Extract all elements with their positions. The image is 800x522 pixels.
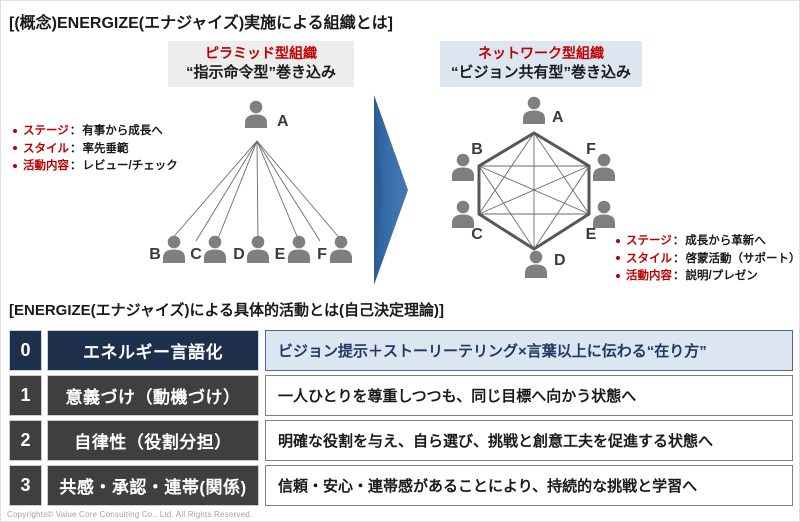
table-row: 2 自律性（役割分担） 明確な役割を与え、自ら選び、挑戦と創意工夫を促進する状態… bbox=[9, 420, 793, 461]
pyramid-header-box: ピラミッド型組織 “指示命令型”巻き込み bbox=[168, 41, 354, 87]
concept-title: [(概念)ENERGIZE(エナジャイズ)実施による組織とは] bbox=[9, 15, 393, 32]
bullet-item: ステージ ： 有事から成長へ bbox=[11, 123, 178, 141]
bullet-value: レビュー/チェック bbox=[82, 160, 178, 172]
pyramid-member-label: B bbox=[149, 246, 161, 263]
bullet-separator: ： bbox=[70, 160, 82, 172]
pyramid-leader-label: A bbox=[277, 113, 289, 130]
network-subheading: “ビジョン共有型”巻き込み bbox=[450, 64, 631, 81]
person-icon bbox=[593, 153, 615, 181]
network-node-label: F bbox=[586, 141, 596, 158]
bullet-separator: ： bbox=[70, 142, 82, 155]
pyramid-links bbox=[169, 140, 343, 242]
bullet-item: スタイル ： 啓蒙活動（サポート） bbox=[614, 251, 800, 269]
bullet-value: 成長から革新へ bbox=[685, 235, 766, 247]
activity-table: 0 エネルギー言語化 ビジョン提示＋ストーリーテリング×言葉以上に伝わる“在り方… bbox=[9, 330, 793, 506]
row-name: エネルギー言語化 bbox=[47, 330, 259, 371]
bullet-separator: ： bbox=[673, 270, 685, 282]
network-inner-links bbox=[478, 132, 590, 250]
hexagon-outline bbox=[477, 131, 591, 251]
row-name: 意義づけ（動機づけ） bbox=[47, 375, 259, 416]
person-icon bbox=[525, 250, 547, 278]
row-name: 自律性（役割分担） bbox=[47, 420, 259, 461]
network-header-box: ネットワーク型組織 “ビジョン共有型”巻き込み bbox=[440, 41, 642, 87]
bullet-dot-icon bbox=[13, 163, 17, 168]
bullet-label: ステージ bbox=[626, 235, 672, 247]
row-description: 明確な役割を与え、自ら選び、挑戦と創意工夫を促進する状態へ bbox=[265, 420, 793, 461]
bullet-label: ステージ bbox=[23, 125, 69, 137]
person-icon bbox=[204, 235, 226, 263]
network-node-label: C bbox=[471, 226, 483, 243]
pyramid-heading: ピラミッド型組織 bbox=[205, 45, 317, 61]
bullet-label: 活動内容 bbox=[23, 160, 69, 172]
pyramid-member-label: D bbox=[233, 246, 245, 263]
table-row: 3 共感・承認・連帯(関係) 信頼・安心・連帯感があることにより、持続的な挑戦と… bbox=[9, 465, 793, 506]
network-node-label: E bbox=[586, 226, 597, 243]
bullet-label: スタイル bbox=[23, 142, 69, 155]
bullet-label: スタイル bbox=[626, 252, 672, 265]
activity-title: [ENERGIZE(エナジャイズ)による具体的活動とは(自己決定理論)] bbox=[9, 302, 445, 319]
bullet-separator: ： bbox=[672, 235, 685, 247]
person-icon bbox=[330, 235, 352, 263]
network-node-label: D bbox=[554, 252, 566, 269]
network-node-label: B bbox=[471, 141, 483, 158]
bullet-separator: ： bbox=[673, 252, 685, 265]
person-icon bbox=[245, 100, 267, 128]
row-name: 共感・承認・連帯(関係) bbox=[47, 465, 259, 506]
row-description: 一人ひとりを尊重しつつも、同じ目標へ向かう状態へ bbox=[265, 375, 793, 416]
row-number: 1 bbox=[9, 375, 42, 416]
pyramid-member-label: C bbox=[190, 246, 202, 263]
pyramid-subheading: “指示命令型”巻き込み bbox=[185, 64, 336, 81]
pyramid-member-label: F bbox=[317, 246, 327, 263]
pyramid-member-label: E bbox=[275, 246, 286, 263]
bullet-value: 率先垂範 bbox=[82, 142, 129, 155]
bullet-value: 説明/プレゼン bbox=[685, 270, 758, 282]
bullet-separator: ： bbox=[69, 125, 82, 137]
network-node-label: A bbox=[552, 109, 564, 126]
row-description: ビジョン提示＋ストーリーテリング×言葉以上に伝わる“在り方” bbox=[265, 330, 793, 371]
person-icon bbox=[593, 200, 615, 228]
bullet-item: ステージ ： 成長から革新へ bbox=[614, 233, 799, 251]
network-heading: ネットワーク型組織 bbox=[478, 45, 604, 61]
person-icon bbox=[163, 235, 185, 263]
row-number: 2 bbox=[9, 420, 42, 461]
bullet-item: スタイル ： 率先垂範 bbox=[11, 141, 178, 159]
row-number: 0 bbox=[9, 330, 42, 371]
person-icon bbox=[288, 235, 310, 263]
bullet-dot-icon bbox=[13, 128, 17, 133]
table-row: 0 エネルギー言語化 ビジョン提示＋ストーリーテリング×言葉以上に伝わる“在り方… bbox=[9, 330, 793, 371]
right-arrow-icon bbox=[374, 95, 408, 285]
bullet-dot-icon bbox=[616, 273, 620, 278]
pyramid-diagram: A B C D E F bbox=[149, 100, 352, 263]
bullet-dot-icon bbox=[616, 238, 620, 243]
copyright-text: Copyrights© Value Core Consulting Co., L… bbox=[7, 510, 253, 519]
person-icon bbox=[452, 200, 474, 228]
bullet-dot-icon bbox=[13, 146, 17, 151]
person-icon bbox=[523, 96, 545, 124]
pyramid-bullet-list: ステージ ： 有事から成長へ スタイル ： 率先垂範 活動内容 ： レビュー/チ… bbox=[11, 123, 178, 176]
bullet-dot-icon bbox=[616, 256, 620, 261]
row-description: 信頼・安心・連帯感があることにより、持続的な挑戦と学習へ bbox=[265, 465, 793, 506]
person-icon bbox=[247, 235, 269, 263]
table-row: 1 意義づけ（動機づけ） 一人ひとりを尊重しつつも、同じ目標へ向かう状態へ bbox=[9, 375, 793, 416]
bullet-item: 活動内容 ： 説明/プレゼン bbox=[614, 268, 799, 286]
network-diagram: A B F C E D bbox=[452, 96, 615, 278]
bullet-value: 啓蒙活動（サポート） bbox=[685, 252, 800, 265]
network-bullet-list: ステージ ： 成長から革新へ スタイル ： 啓蒙活動（サポート） 活動内容 ： … bbox=[614, 233, 800, 286]
bullet-label: 活動内容 bbox=[626, 270, 672, 282]
row-number: 3 bbox=[9, 465, 42, 506]
bullet-item: 活動内容 ： レビュー/チェック bbox=[11, 158, 178, 176]
bullet-value: 有事から成長へ bbox=[82, 125, 163, 137]
